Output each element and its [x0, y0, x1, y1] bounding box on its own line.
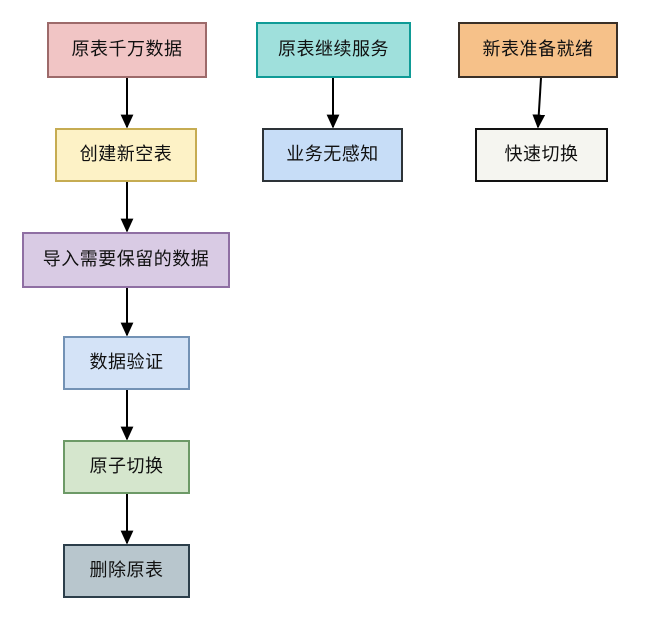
node-label: 原表继续服务 — [278, 39, 389, 61]
node-new-table-ready[interactable]: 新表准备就绪 — [458, 22, 618, 78]
node-label: 原表千万数据 — [71, 39, 183, 61]
node-label: 业务无感知 — [286, 144, 379, 166]
node-label: 原子切换 — [89, 456, 164, 478]
node-label: 新表准备就绪 — [482, 39, 594, 61]
flow-arrow — [532, 77, 546, 129]
node-create-empty-table[interactable]: 创建新空表 — [55, 128, 197, 182]
node-original-table-data[interactable]: 原表千万数据 — [47, 22, 207, 78]
node-label: 导入需要保留的数据 — [42, 249, 210, 271]
node-data-verification[interactable]: 数据验证 — [63, 336, 190, 390]
node-drop-original-table[interactable]: 删除原表 — [63, 544, 190, 598]
node-label: 快速切换 — [504, 144, 579, 166]
node-label: 删除原表 — [89, 560, 164, 582]
node-original-table-serving[interactable]: 原表继续服务 — [256, 22, 411, 78]
node-fast-switch[interactable]: 快速切换 — [475, 128, 608, 182]
node-atomic-switch[interactable]: 原子切换 — [63, 440, 190, 494]
node-import-retained-data[interactable]: 导入需要保留的数据 — [22, 232, 230, 288]
node-label: 创建新空表 — [79, 144, 173, 166]
node-business-unaffected[interactable]: 业务无感知 — [262, 128, 403, 182]
node-label: 数据验证 — [89, 352, 164, 374]
